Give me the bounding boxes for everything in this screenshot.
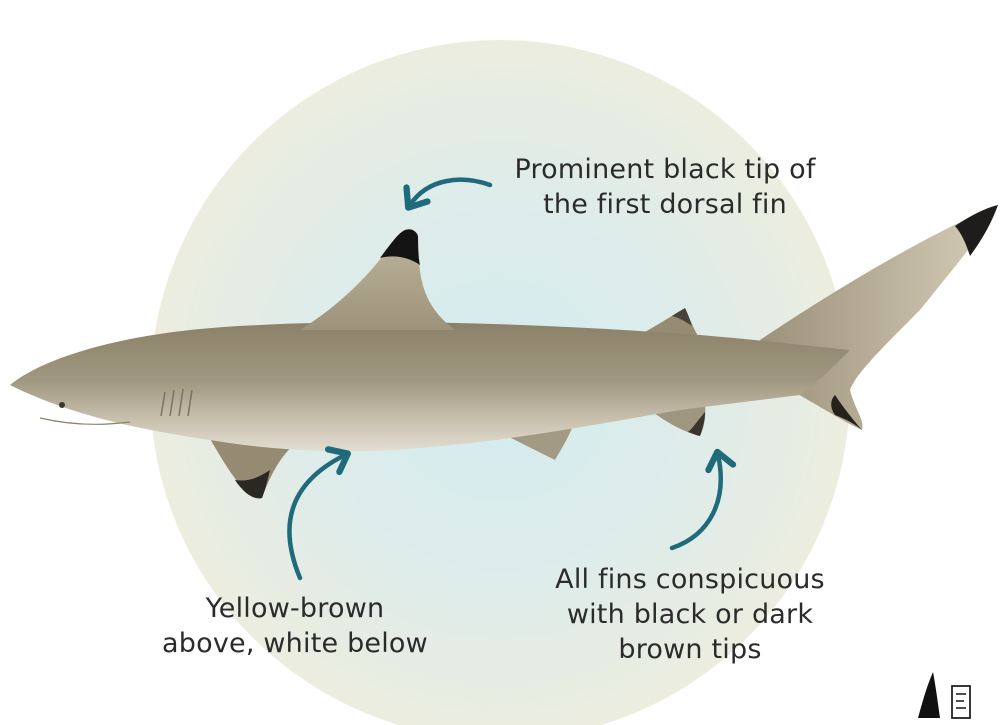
shark-eye [59,402,65,408]
label-line: brown tips [520,632,860,667]
label-line: Prominent black tip of [470,152,860,187]
label-fin-tips: All fins conspicuous with black or dark … [520,562,860,667]
label-line: Yellow-brown [130,591,460,626]
label-line: All fins conspicuous [520,562,860,597]
label-dorsal-fin-tip: Prominent black tip of the first dorsal … [470,152,860,222]
fin-logo-icon [918,672,940,718]
label-line: above, white below [130,626,460,661]
label-line: the first dorsal fin [470,187,860,222]
label-line: with black or dark [520,597,860,632]
corner-logo [916,668,978,720]
document-icon [952,686,970,718]
label-coloration: Yellow-brown above, white below [130,591,460,661]
